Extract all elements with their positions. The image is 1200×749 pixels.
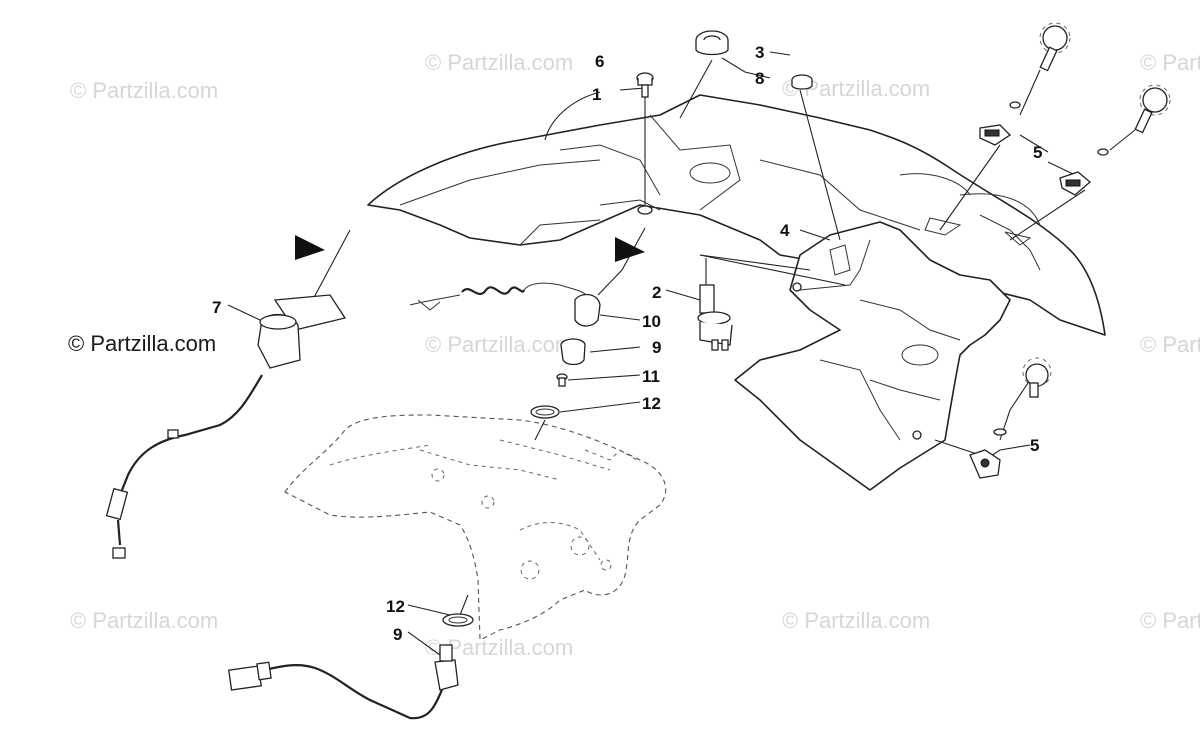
watermark-dark: © Partzilla.com	[68, 331, 216, 356]
key-switch-7	[105, 294, 347, 559]
callout-12: 12	[386, 597, 405, 616]
callout-7: 7	[212, 298, 221, 317]
leader-lines	[227, 51, 1086, 656]
watermark: © Partzilla.com	[1140, 608, 1200, 633]
ring-3	[791, 74, 813, 90]
callout-9: 9	[652, 338, 661, 357]
callout-5: 5	[1030, 436, 1039, 455]
lower-console-panel	[734, 221, 1011, 491]
sensor-harness	[228, 613, 474, 720]
callout-3: 3	[755, 43, 764, 62]
watermark: © Partzilla.com	[70, 78, 218, 103]
screw-11	[556, 373, 568, 387]
callout-12: 12	[642, 394, 661, 413]
grommet-8	[695, 30, 729, 56]
fastener-5-upper	[979, 22, 1171, 196]
callout-5: 5	[1033, 143, 1042, 162]
arrow-marker-icon	[615, 237, 645, 262]
arrow-marker-icon	[295, 235, 325, 260]
watermark: © Partzilla.com	[1140, 332, 1200, 357]
watermark: © Partzilla.com	[70, 608, 218, 633]
watermark: © Partzilla.com	[1140, 50, 1200, 75]
callout-1: 1	[592, 85, 601, 104]
direction-arrows	[295, 235, 645, 262]
callout-11: 11	[642, 367, 660, 386]
callout-9: 9	[393, 625, 402, 644]
screw-6	[636, 72, 654, 98]
watermark: © Partzilla.com	[425, 50, 573, 75]
callout-2: 2	[652, 283, 661, 302]
callout-labels: 1 2 3 4 5 5 6 7 8 9 9 10 11 12 12	[212, 43, 1042, 644]
watermark: © Partzilla.com	[782, 608, 930, 633]
o-ring-12-upper	[530, 405, 560, 419]
toggle-switch-2	[697, 284, 733, 351]
fastener-5-lower	[969, 357, 1052, 479]
callout-10: 10	[642, 312, 661, 331]
ghost-frame	[284, 414, 667, 641]
callout-8: 8	[755, 69, 764, 88]
callout-6: 6	[595, 52, 604, 71]
tether-10	[409, 282, 601, 327]
callout-4: 4	[780, 221, 790, 240]
cap-9-upper	[560, 338, 586, 366]
watermark: © Partzilla.com	[425, 332, 573, 357]
